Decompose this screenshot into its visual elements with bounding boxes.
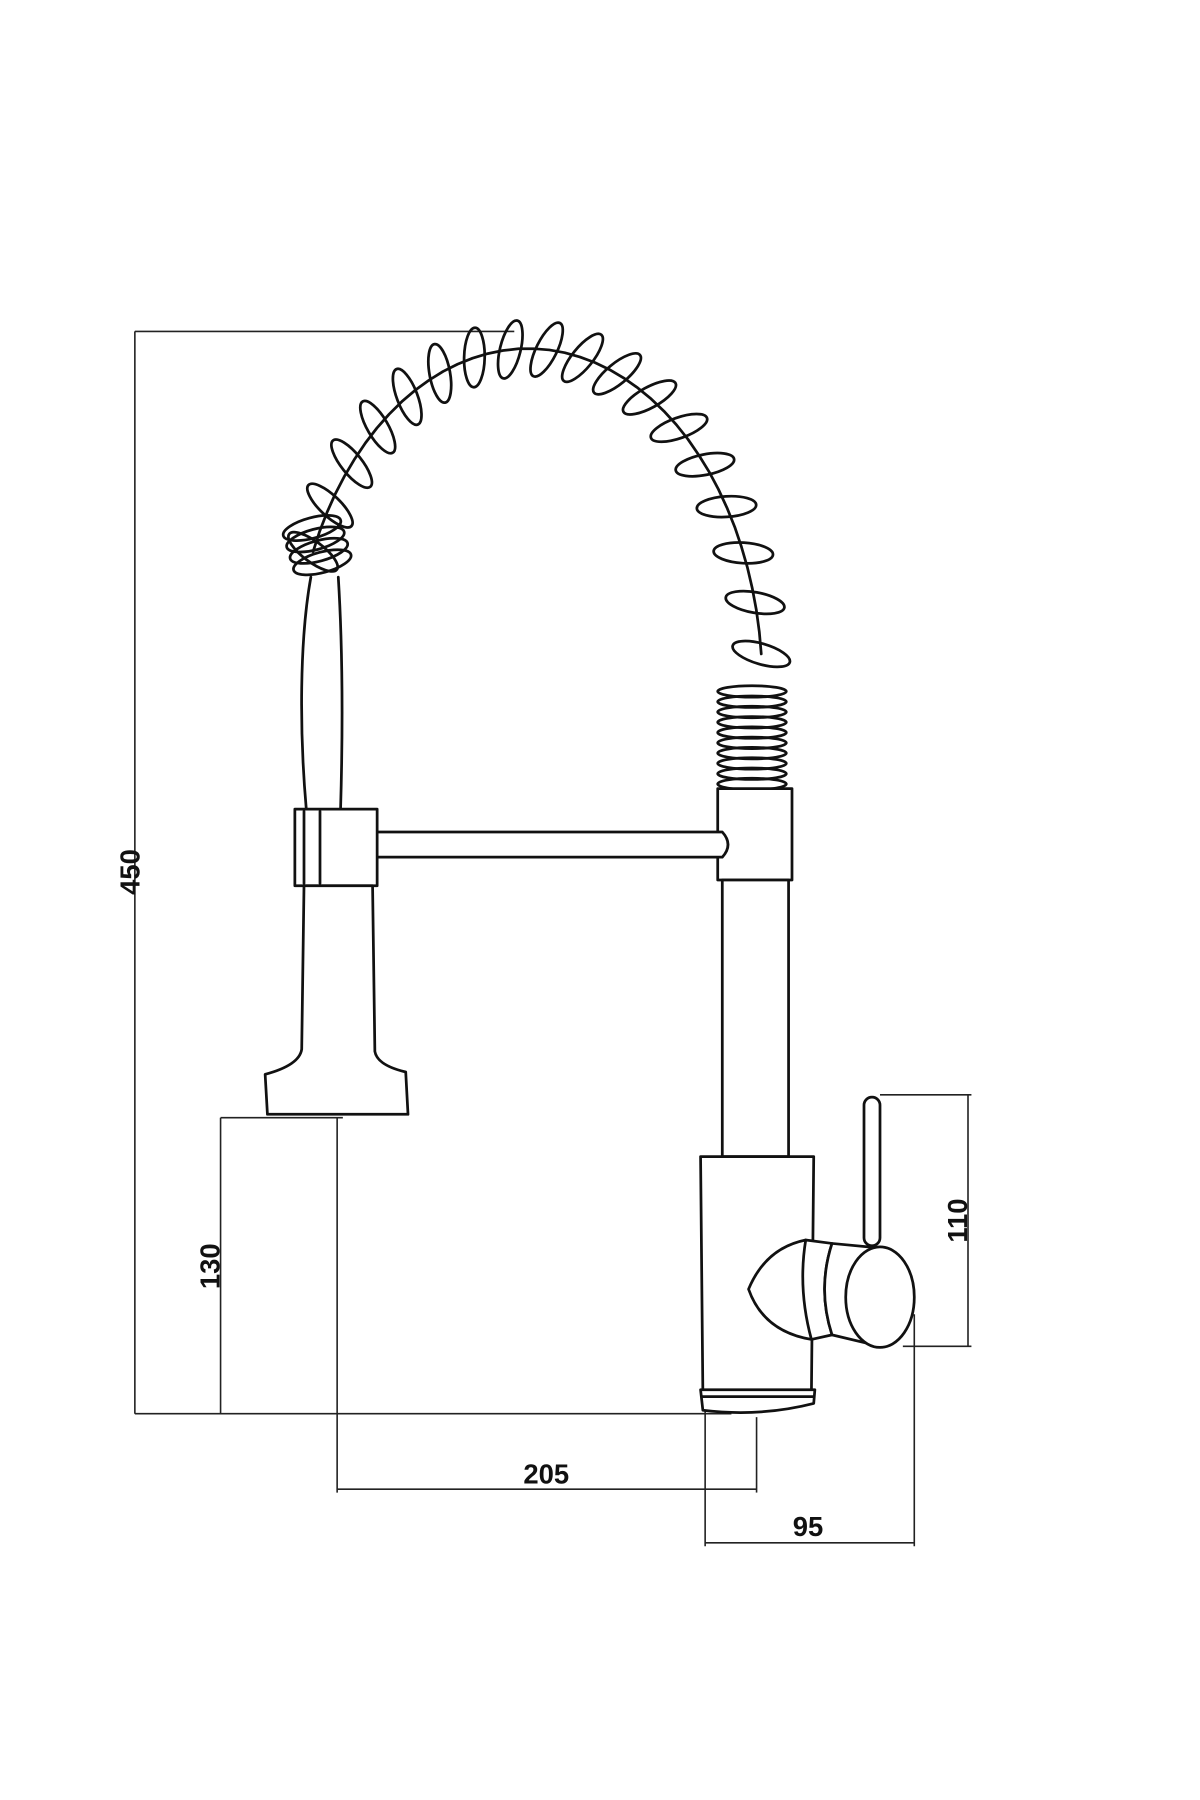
coil-loop	[358, 399, 397, 455]
handle-knob	[844, 1245, 916, 1349]
dimension-label-450: 450	[114, 849, 145, 895]
coil-loop	[731, 639, 792, 669]
dimension-450: 450	[114, 330, 732, 1415]
dimension-label-130: 130	[194, 1243, 225, 1289]
coil-loop	[529, 321, 565, 378]
handle-lever	[862, 1095, 882, 1248]
coil-loop	[285, 525, 346, 554]
coil-loop	[462, 326, 487, 389]
coil-loop	[695, 494, 758, 519]
base-ring	[699, 1388, 817, 1414]
sprayer-holder-bar	[370, 830, 730, 859]
coil-loop	[292, 548, 353, 577]
coil-loop	[281, 514, 343, 542]
dimension-205: 205	[336, 1117, 758, 1493]
coil-loop	[330, 438, 374, 490]
dimension-130: 130	[194, 1116, 343, 1414]
coil-loop	[496, 319, 524, 380]
coil-loop	[712, 541, 775, 565]
coil-loop	[288, 536, 350, 565]
coil-loop	[724, 589, 786, 616]
coil-loop	[426, 342, 453, 405]
hose	[300, 575, 344, 811]
coil-loop	[560, 332, 605, 384]
dimension-label-95: 95	[793, 1511, 823, 1542]
coil-loop	[674, 451, 736, 478]
coil-loop	[649, 412, 709, 444]
spout-collar	[716, 787, 794, 882]
sprayer-clip	[293, 807, 379, 888]
dimension-label-110: 110	[942, 1198, 973, 1242]
sprayer-head	[263, 884, 410, 1116]
spring-coil-tight	[716, 684, 788, 792]
dimension-110: 110	[880, 1094, 973, 1348]
spring-coil	[281, 319, 792, 669]
dimension-95: 95	[704, 1314, 916, 1547]
coil-loop	[391, 367, 423, 427]
coil-loop	[305, 482, 354, 529]
coil-loop	[591, 351, 643, 396]
handle-cone	[747, 1238, 813, 1341]
hose-inner	[311, 347, 763, 656]
upper-pipe	[720, 878, 790, 1158]
dimension-label-205: 205	[523, 1458, 569, 1489]
coil-loop	[621, 379, 678, 416]
